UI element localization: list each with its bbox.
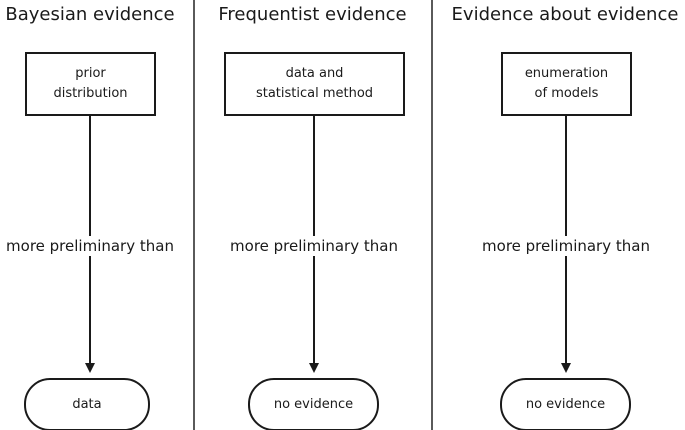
box-label-prior-distribution: prior distribution [53,66,128,101]
relation-label-bayesian: more preliminary than [0,236,180,256]
terminal-label-no-evidence-meta: no evidence [525,397,606,412]
title-frequentist-evidence: Frequentist evidence [218,4,407,25]
box-label-data-and-statistical-method: data and statistical method [255,66,374,101]
box-label-enumeration-of-models: enumeration of models [524,66,609,101]
terminal-no-evidence-frequentist [248,378,379,430]
terminal-data [24,378,150,430]
title-evidence-about-evidence: Evidence about evidence [451,4,679,25]
column-divider-2 [431,0,433,430]
title-bayesian-evidence: Bayesian evidence [5,4,175,25]
column-divider-1 [193,0,195,430]
relation-label-evidence-about-evidence: more preliminary than [474,236,658,256]
box-data-and-statistical-method [224,52,405,116]
terminal-label-no-evidence-frequentist: no evidence [273,397,354,412]
terminal-label-data: data [72,397,102,412]
relation-label-frequentist: more preliminary than [222,236,406,256]
terminal-no-evidence-meta [500,378,631,430]
box-prior-distribution [25,52,156,116]
